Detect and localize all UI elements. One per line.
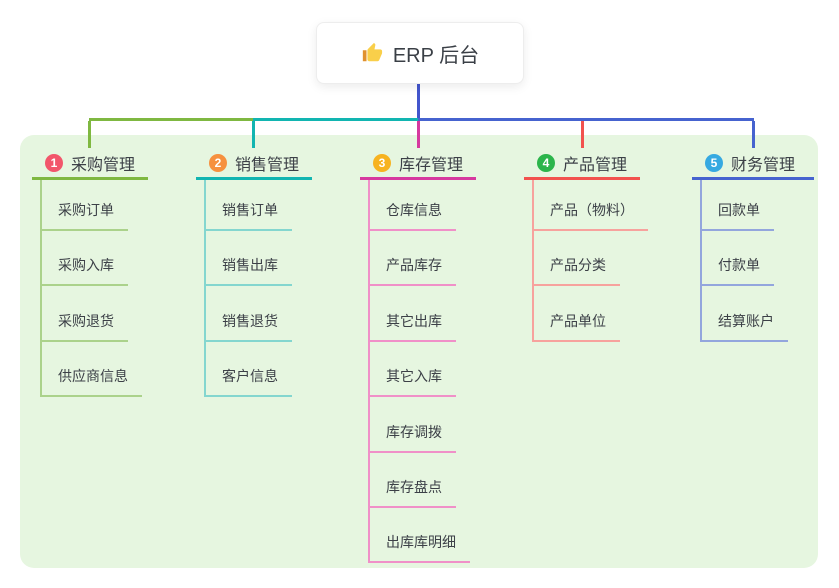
- leaf-node[interactable]: 销售退货: [204, 311, 292, 342]
- branch-number-badge: 4: [537, 153, 555, 172]
- branch-label: 财务管理: [731, 156, 796, 174]
- branch-title[interactable]: 2 销售管理: [196, 148, 312, 180]
- branch-children: 仓库信息 产品库存 其它出库 其它入库 库存调拨 库存盘点 出库库明细: [368, 180, 470, 564]
- leaf-node[interactable]: 出库库明细: [368, 532, 470, 564]
- branch-children: 采购订单 采购入库 采购退货 供应商信息: [40, 180, 142, 398]
- leaf-node[interactable]: 其它出库: [368, 311, 456, 342]
- branch-spine-line: [700, 180, 702, 342]
- connector-drop-inventory: [417, 121, 420, 148]
- connector-bus-finance: [418, 118, 754, 121]
- leaf-node[interactable]: 供应商信息: [40, 366, 142, 398]
- branch-number-badge: 1: [45, 153, 63, 172]
- leaf-node[interactable]: 产品分类: [532, 255, 620, 287]
- branch-purchase: 1 采购管理 采购订单 采购入库 采购退货 供应商信息: [32, 148, 148, 398]
- leaf-node[interactable]: 其它入库: [368, 366, 456, 398]
- connector-drop-product: [581, 121, 584, 148]
- leaf-node[interactable]: 结算账户: [700, 311, 788, 342]
- connector-root-drop: [417, 82, 420, 118]
- leaf-node[interactable]: 客户信息: [204, 366, 292, 398]
- leaf-node[interactable]: 仓库信息: [368, 200, 456, 231]
- leaf-node[interactable]: 回款单: [700, 200, 774, 231]
- leaf-node[interactable]: 库存调拨: [368, 422, 456, 453]
- branch-children: 产品（物料） 产品分类 产品单位: [532, 180, 648, 342]
- branch-number-badge: 2: [209, 153, 227, 172]
- branch-label: 销售管理: [235, 156, 300, 174]
- branch-title[interactable]: 1 采购管理: [32, 148, 148, 180]
- connector-drop-finance: [752, 121, 755, 148]
- branch-number-badge: 3: [373, 153, 391, 172]
- connector-bus-purchase: [89, 118, 254, 121]
- thumbs-up-icon: [361, 42, 383, 64]
- leaf-node[interactable]: 库存盘点: [368, 477, 456, 508]
- leaf-node[interactable]: 付款单: [700, 255, 774, 287]
- branch-title[interactable]: 5 财务管理: [692, 148, 814, 180]
- root-title: ERP 后台: [392, 44, 480, 67]
- branch-title[interactable]: 3 库存管理: [360, 148, 476, 180]
- leaf-node[interactable]: 采购退货: [40, 311, 128, 342]
- leaf-node[interactable]: 产品（物料）: [532, 200, 648, 231]
- map-background-panel: [20, 135, 818, 568]
- connector-drop-purchase: [88, 121, 91, 148]
- root-node[interactable]: ERP 后台: [316, 22, 524, 84]
- connector-bus-sales: [253, 118, 419, 121]
- branch-finance: 5 财务管理 回款单 付款单 结算账户: [692, 148, 814, 342]
- leaf-node[interactable]: 产品单位: [532, 311, 620, 342]
- leaf-node[interactable]: 采购入库: [40, 255, 128, 287]
- branch-inventory: 3 库存管理 仓库信息 产品库存 其它出库 其它入库 库存调拨 库存盘点 出库库…: [360, 148, 476, 564]
- branch-number-badge: 5: [705, 153, 723, 172]
- branch-children: 回款单 付款单 结算账户: [700, 180, 788, 342]
- branch-spine-line: [532, 180, 534, 342]
- leaf-node[interactable]: 采购订单: [40, 200, 128, 231]
- leaf-node[interactable]: 销售订单: [204, 200, 292, 231]
- branch-sales: 2 销售管理 销售订单 销售出库 销售退货 客户信息: [196, 148, 312, 398]
- connector-drop-sales: [252, 121, 255, 148]
- branch-spine-line: [368, 180, 370, 563]
- branch-spine-line: [204, 180, 206, 397]
- branch-children: 销售订单 销售出库 销售退货 客户信息: [204, 180, 292, 398]
- branch-title[interactable]: 4 产品管理: [524, 148, 640, 180]
- branch-spine-line: [40, 180, 42, 397]
- branch-label: 库存管理: [399, 156, 464, 174]
- branch-label: 采购管理: [71, 156, 136, 174]
- branch-product: 4 产品管理 产品（物料） 产品分类 产品单位: [524, 148, 648, 342]
- leaf-node[interactable]: 产品库存: [368, 255, 456, 287]
- leaf-node[interactable]: 销售出库: [204, 255, 292, 287]
- branch-label: 产品管理: [563, 156, 628, 174]
